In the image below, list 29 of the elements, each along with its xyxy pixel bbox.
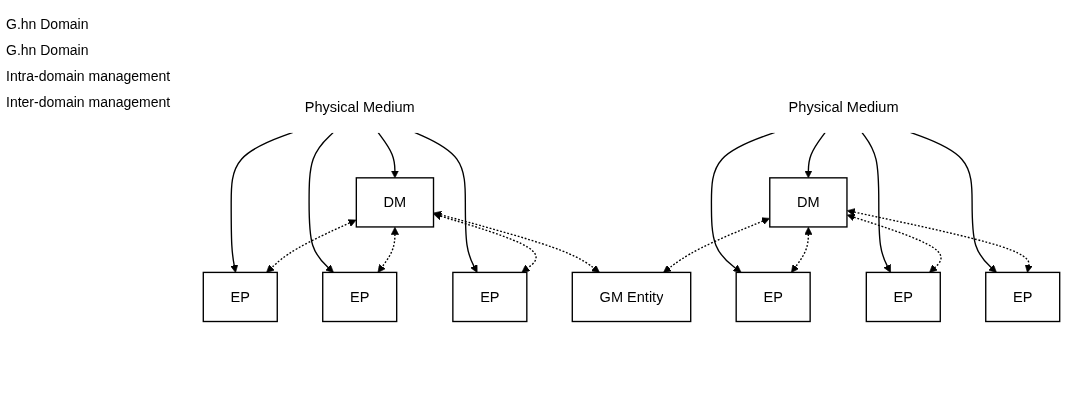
node-box: EP: [452, 271, 528, 323]
note-text: G.hn Domain: [6, 16, 90, 32]
node-text: Physical Medium: [304, 99, 415, 116]
arrow: [230, 131, 294, 273]
arrow: [433, 212, 537, 273]
note-text: Intra-domain management: [6, 68, 172, 84]
node-box: EP: [865, 271, 941, 323]
node-box: DM: [769, 177, 848, 228]
note-text: Inter-domain management: [6, 94, 172, 110]
node-text: Physical Medium: [788, 99, 899, 116]
arrow: [861, 131, 891, 273]
arrow: [377, 227, 399, 273]
node-box: EP: [322, 271, 398, 323]
arrow: [804, 131, 826, 179]
arrow: [413, 131, 478, 273]
note-text: G.hn Domain: [6, 42, 90, 58]
arrow: [266, 219, 357, 273]
arrow: [846, 213, 942, 273]
arrow: [663, 217, 770, 273]
arrow: [791, 227, 813, 273]
arrow: [846, 208, 1033, 273]
arrow: [308, 131, 335, 273]
node-box: EP: [985, 271, 1061, 323]
arrow: [433, 211, 600, 273]
node-box: EP: [735, 271, 811, 323]
node-box: DM: [355, 177, 435, 228]
node-box: GM Entity: [571, 271, 692, 323]
node-box: EP: [202, 271, 278, 323]
arrow: [377, 131, 399, 179]
